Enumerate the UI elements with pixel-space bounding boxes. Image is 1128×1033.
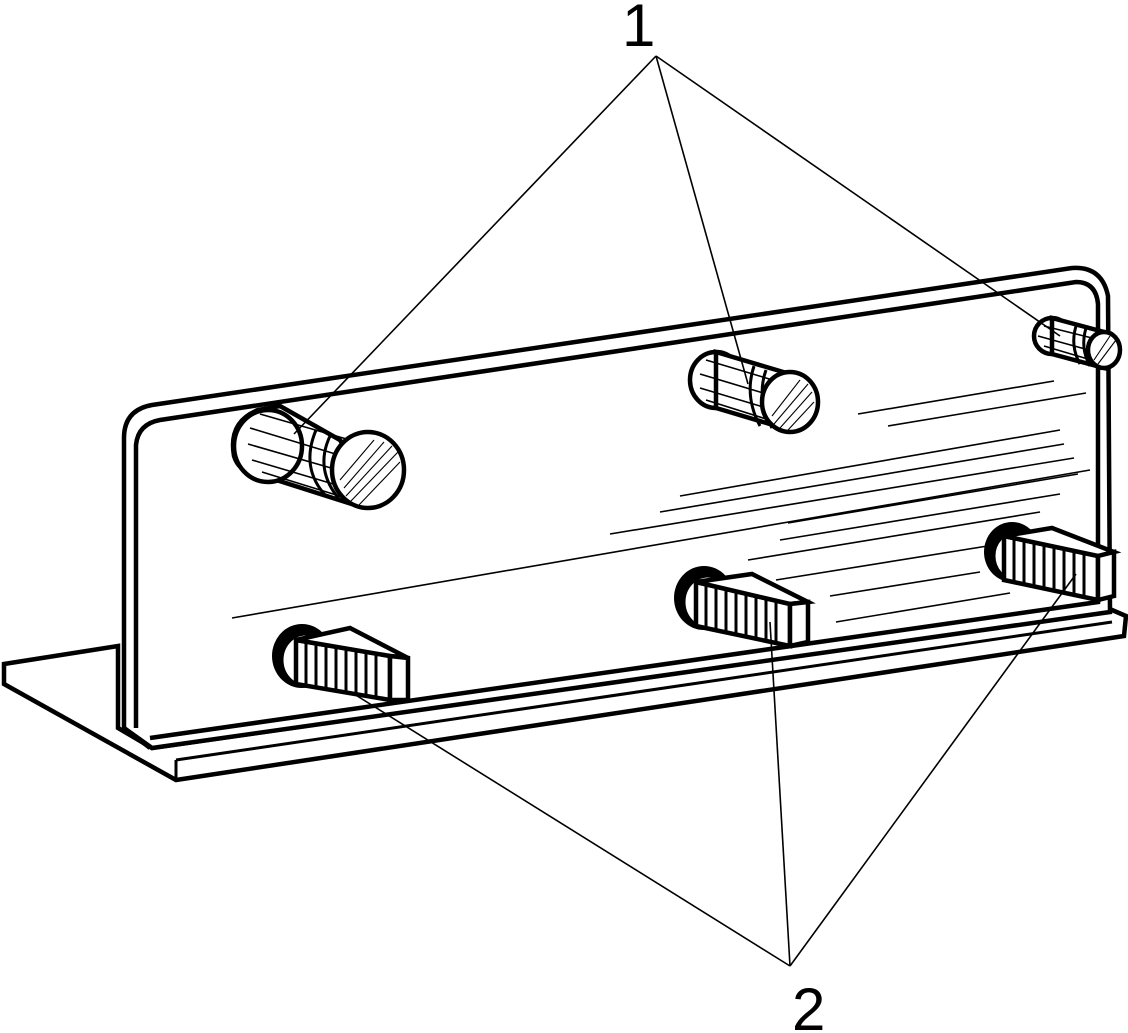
label-studs: 2 (792, 976, 825, 1033)
base-flange (1, 607, 1128, 783)
stud-right (984, 522, 1122, 603)
vertical-plate (121, 265, 1113, 751)
leader-lines-1 (293, 55, 1061, 435)
pin-right (1031, 315, 1123, 371)
label-pins: 1 (622, 0, 655, 59)
pin-left (230, 403, 407, 511)
stud-middle (674, 566, 816, 649)
surface-shading (231, 380, 1091, 623)
leader-lines-2 (353, 573, 1077, 967)
pin-middle (687, 348, 821, 435)
stud-left (272, 624, 411, 703)
